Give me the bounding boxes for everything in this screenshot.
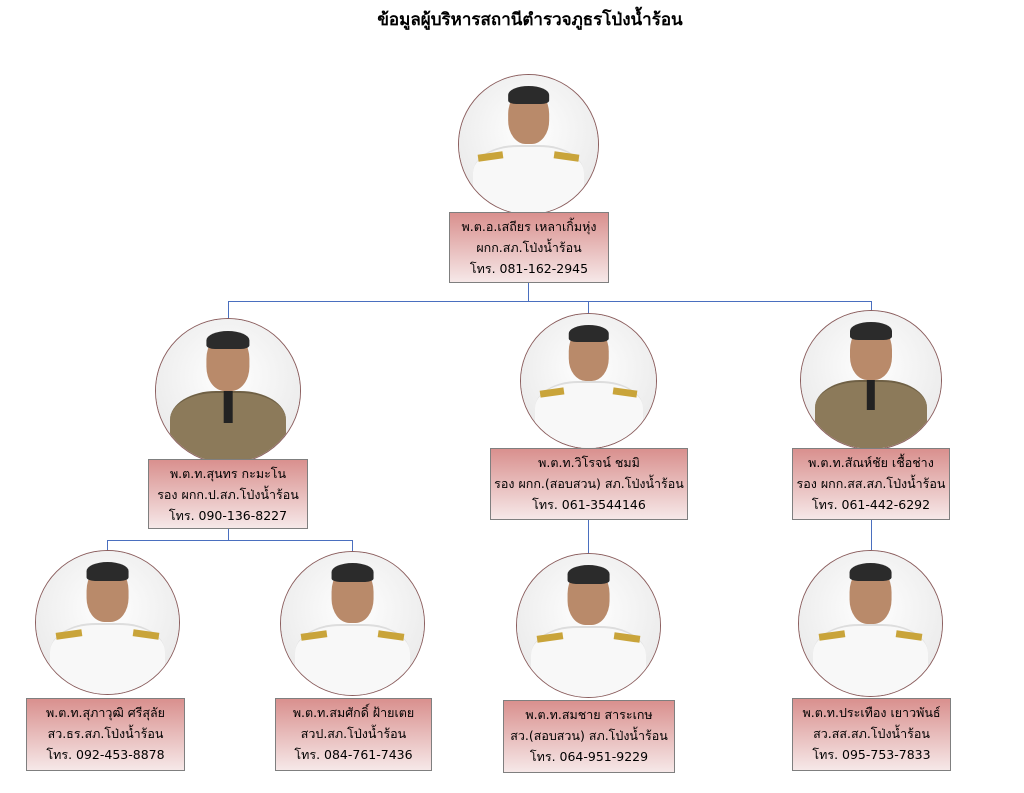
person-position: ผกก.สภ.โป่งน้ำร้อน	[476, 240, 582, 255]
connector	[107, 540, 353, 541]
person-phone: โทร. 064-951-9229	[529, 749, 649, 764]
person-card-inspector-patrol: พ.ต.ท.สมศักดิ์ ฝ้ายเตย สวป.สภ.โป่งน้ำร้อ…	[275, 698, 432, 771]
connector	[228, 529, 229, 540]
connector	[528, 283, 529, 302]
portrait-photo	[458, 74, 599, 215]
person-position: รอง ผกก.(สอบสวน) สภ.โป่งน้ำร้อน	[494, 476, 684, 491]
portrait-photo	[155, 318, 301, 464]
person-position: สว.ธร.สภ.โป่งน้ำร้อน	[47, 726, 164, 741]
connector	[107, 540, 108, 552]
portrait-photo	[798, 550, 943, 697]
person-card-deputy-admin: พ.ต.ท.สุนทร กะมะโน รอง ผกก.ป.สภ.โป่งน้ำร…	[148, 459, 308, 529]
person-phone: โทร. 095-753-7833	[812, 747, 931, 762]
person-name: พ.ต.ท.สมศักดิ์ ฝ้ายเตย	[292, 705, 415, 720]
portrait-photo	[520, 313, 657, 449]
person-name: พ.ต.ท.ประเทือง เยาวพันธ์	[802, 705, 941, 720]
portrait-photo	[800, 310, 942, 450]
person-position: สว.สส.สภ.โป่งน้ำร้อน	[813, 726, 930, 741]
page-title: ข้อมูลผู้บริหารสถานีตำรวจภูธรโป่งน้ำร้อน	[377, 10, 683, 30]
person-name: พ.ต.ท.สุนทร กะมะโน	[169, 466, 287, 481]
person-position: สวป.สภ.โป่งน้ำร้อน	[300, 726, 407, 741]
person-phone: โทร. 090-136-8227	[168, 508, 288, 523]
person-phone: โทร. 092-453-8878	[46, 747, 165, 762]
person-position: รอง ผกก.ป.สภ.โป่งน้ำร้อน	[157, 487, 299, 502]
connector	[228, 301, 872, 302]
person-card-inspector-detective: พ.ต.ท.ประเทือง เยาวพันธ์ สว.สส.สภ.โป่งน้…	[792, 698, 951, 771]
person-name: พ.ต.ท.สัณห์ชัย เชื้อช่าง	[808, 455, 934, 470]
connector	[588, 301, 589, 314]
portrait-photo	[35, 550, 180, 695]
person-phone: โทร. 084-761-7436	[294, 747, 413, 762]
person-phone: โทร. 061-442-6292	[811, 497, 931, 512]
person-name: พ.ต.อ.เสถียร เหลาเกิ้มหุ่ง	[461, 219, 597, 234]
portrait-photo	[280, 551, 425, 696]
person-phone: โทร. 081-162-2945	[469, 261, 589, 276]
person-phone: โทร. 061-3544146	[532, 497, 646, 512]
connector	[871, 301, 872, 312]
person-card-deputy-detective: พ.ต.ท.สัณห์ชัย เชื้อช่าง รอง ผกก.สส.สภ.โ…	[792, 448, 950, 520]
portrait-photo	[516, 553, 661, 698]
connector	[588, 520, 589, 555]
connector	[228, 301, 229, 319]
person-card-inspector-investigation: พ.ต.ท.สมชาย สาระเกษ สว.(สอบสวน) สภ.โป่งน…	[503, 700, 675, 773]
person-card-deputy-investigation: พ.ต.ท.วิโรจน์ ชมมิ รอง ผกก.(สอบสวน) สภ.โ…	[490, 448, 688, 520]
connector	[352, 540, 353, 552]
person-position: รอง ผกก.สส.สภ.โป่งน้ำร้อน	[796, 476, 946, 491]
connector	[871, 520, 872, 550]
person-card-inspector-admin: พ.ต.ท.สุภาวุฒิ ศรีสุลัย สว.ธร.สภ.โป่งน้ำ…	[26, 698, 185, 771]
person-name: พ.ต.ท.สมชาย สาระเกษ	[525, 707, 653, 722]
person-name: พ.ต.ท.สุภาวุฒิ ศรีสุลัย	[46, 705, 165, 720]
person-position: สว.(สอบสวน) สภ.โป่งน้ำร้อน	[510, 728, 668, 743]
person-card-superintendent: พ.ต.อ.เสถียร เหลาเกิ้มหุ่ง ผกก.สภ.โป่งน้…	[449, 212, 609, 283]
person-name: พ.ต.ท.วิโรจน์ ชมมิ	[538, 455, 640, 470]
